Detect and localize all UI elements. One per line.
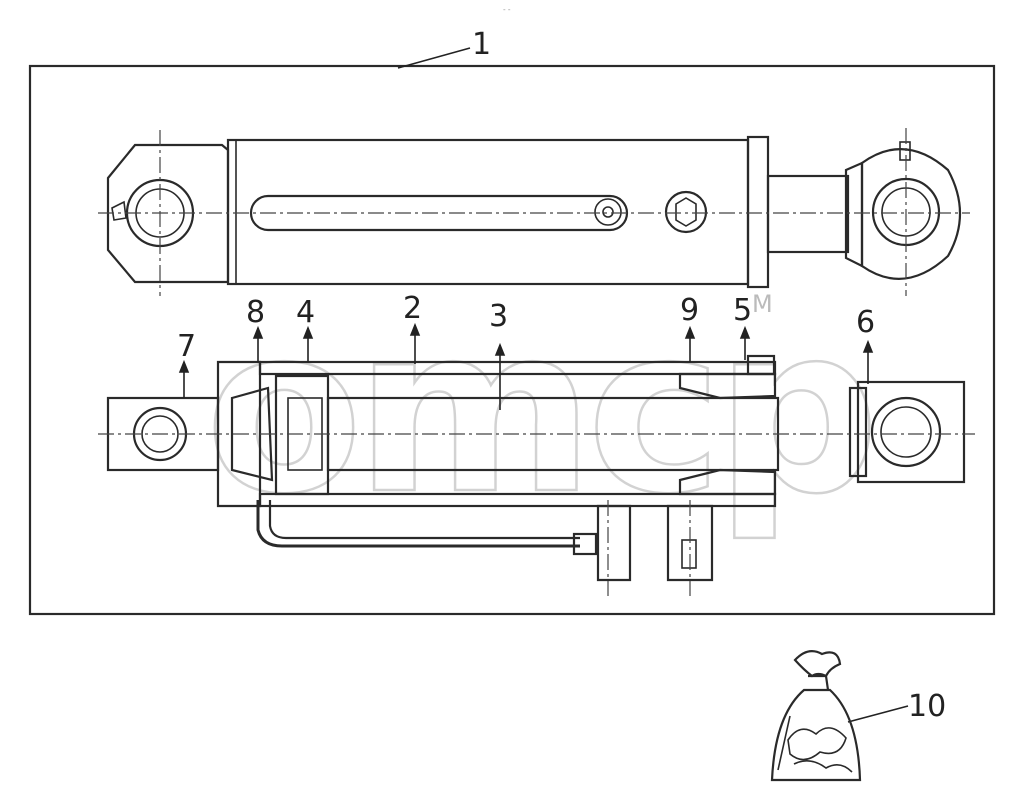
- callout-1: 1: [472, 27, 491, 62]
- callout-9: 9: [680, 293, 699, 328]
- cylinder-section-view: [98, 354, 975, 596]
- leader-lines: [178, 47, 909, 723]
- parts-bag-icon: [770, 649, 862, 782]
- cylinder-exterior-view: [98, 128, 970, 296]
- callout-7: 7: [177, 329, 196, 364]
- assembly-frame: [28, 64, 996, 616]
- callout-3: 3: [489, 299, 508, 334]
- top-mark: - -: [503, 5, 511, 14]
- callout-10: 10: [908, 689, 946, 724]
- callout-8: 8: [246, 295, 265, 330]
- callout-5: 5: [733, 293, 752, 328]
- watermark-text: omcp: [205, 278, 872, 545]
- callout-2: 2: [403, 291, 422, 326]
- callout-6: 6: [856, 305, 875, 340]
- callout-4: 4: [296, 295, 315, 330]
- watermark-trademark: M: [752, 290, 773, 318]
